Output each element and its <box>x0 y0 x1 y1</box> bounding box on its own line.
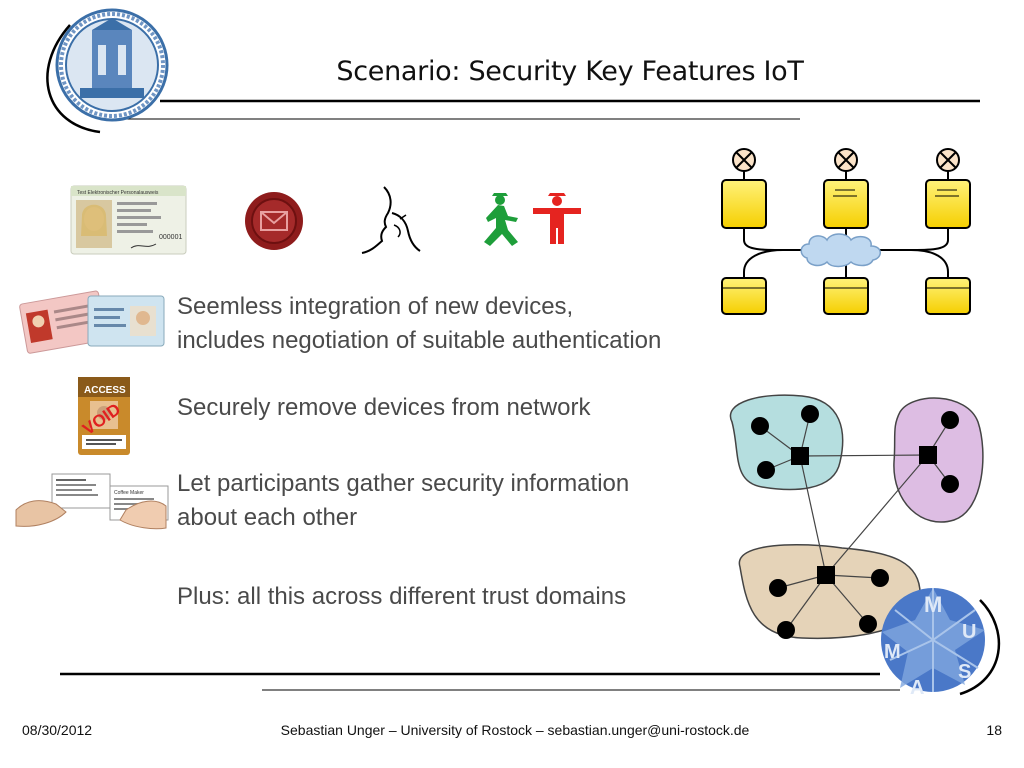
mamus-letter: S <box>958 661 971 683</box>
mamus-logo: M U S A M <box>881 588 985 699</box>
bullet-seamless-integration: Seemless integration of new devices, inc… <box>177 290 661 358</box>
badge-access-text: ACCESS <box>84 385 126 396</box>
device-node <box>941 411 959 429</box>
bullet-line: about each other <box>177 504 358 531</box>
domain-gateway-node <box>791 447 809 465</box>
domain-gateway-node <box>919 446 937 464</box>
trust-domain-teal <box>729 394 844 491</box>
bullet-line: Seemless integration of new devices, <box>177 293 574 320</box>
mamus-letter: A <box>910 677 924 699</box>
header-swoosh-line <box>46 24 101 134</box>
trust-domains-diagram <box>729 394 984 640</box>
footer-decoration: M U S A M <box>60 588 1001 699</box>
device-network-diagram <box>721 148 971 315</box>
id-card-title: Test Elektronischer Personalausweis <box>77 190 159 196</box>
sensor-device <box>823 277 869 315</box>
driving-licenses-image <box>19 290 165 354</box>
bullet-line: Plus: all this across different trust do… <box>177 583 627 610</box>
bullet-line: Let participants gather security informa… <box>177 470 630 497</box>
bullet-secure-removal: Securely remove devices from network <box>177 391 590 425</box>
header-decoration <box>46 8 980 134</box>
trust-domain-violet <box>893 397 984 523</box>
ampel-red-stander <box>533 193 581 244</box>
slide-title: Scenario: Security Key Features IoT <box>336 56 804 87</box>
network-cloud <box>800 233 881 268</box>
sensor-device <box>721 277 767 315</box>
device-node <box>801 405 819 423</box>
footer-date: 08/30/2012 <box>22 722 93 738</box>
face-profile-icon <box>361 186 421 254</box>
footer-page-number: 18 <box>986 722 1002 738</box>
device-node <box>769 579 787 597</box>
controller-device <box>925 179 971 229</box>
footer-author: Sebastian Unger – University of Rostock … <box>280 722 750 738</box>
mamus-letter: M <box>884 641 901 663</box>
mamus-letter: U <box>962 621 976 643</box>
device-node <box>751 417 769 435</box>
device-node <box>941 475 959 493</box>
lamp-icon <box>834 148 858 180</box>
traffic-light-figures-icon <box>484 193 581 246</box>
lamp-icon <box>936 148 960 180</box>
university-seal-logo <box>55 8 169 122</box>
void-access-badge-image: ACCESS VOID <box>78 377 130 455</box>
controller-device <box>823 179 869 229</box>
card-exchange-image: Coffee Maker <box>15 473 169 530</box>
business-card-title: Coffee Maker <box>114 490 144 496</box>
device-node <box>757 461 775 479</box>
device-node <box>859 615 877 633</box>
device-node <box>871 569 889 587</box>
mamus-letter: M <box>924 592 942 617</box>
bullet-security-information: Let participants gather security informa… <box>177 467 629 535</box>
wax-seal-envelope-icon <box>245 192 303 250</box>
domain-gateway-node <box>817 566 835 584</box>
sensor-device <box>925 277 971 315</box>
bullet-trust-domains: Plus: all this across different trust do… <box>177 580 626 614</box>
lamp-icon <box>732 148 756 180</box>
ampel-green-walker <box>484 193 518 246</box>
controller-device <box>721 179 767 229</box>
id-card-image: Test Elektronischer Personalausweis 0000… <box>70 185 187 255</box>
footer-swoosh-line <box>959 599 1001 696</box>
device-node <box>777 621 795 639</box>
bullet-line: Securely remove devices from network <box>177 394 591 421</box>
id-card-number: 000001 <box>159 234 182 241</box>
bullet-line: includes negotiation of suitable authent… <box>177 327 662 354</box>
